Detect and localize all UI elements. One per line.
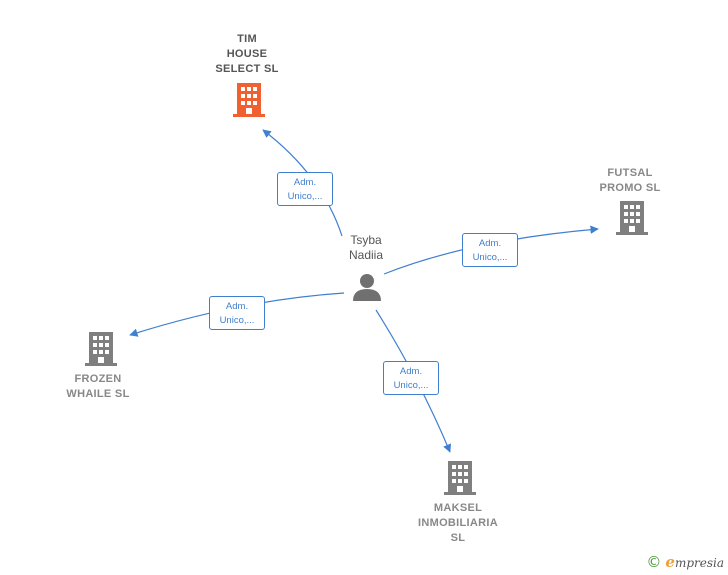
person-label[interactable]: Tsyba Nadiia (348, 233, 384, 262)
logo-text: mpresia (674, 556, 724, 570)
company-label-tim[interactable]: TIM HOUSE SELECT SL (215, 33, 279, 75)
relation-role: Adm. (225, 301, 249, 312)
company-label-maksel[interactable]: MAKSEL INMOBILIARIA SL (418, 502, 498, 544)
relation-label-maksel[interactable]: Adm. Unico,... (383, 361, 439, 395)
copyright-icon: © (646, 553, 662, 571)
relation-role-detail: Unico,... (219, 315, 255, 326)
empresia-logo[interactable]: empresia (665, 553, 724, 571)
person-icon[interactable] (352, 272, 382, 302)
footer-brand: © empresia (646, 553, 724, 571)
building-icon[interactable] (616, 201, 648, 235)
relation-role: Adm. (399, 366, 423, 377)
company-label-futsal[interactable]: FUTSAL PROMO SL (599, 167, 661, 194)
relation-role-detail: Unico,... (287, 191, 323, 202)
relation-role-detail: Unico,... (393, 380, 429, 391)
relation-label-futsal[interactable]: Adm. Unico,... (462, 233, 518, 267)
relation-role: Adm. (293, 177, 317, 188)
relation-role: Adm. (478, 238, 502, 249)
logo-initial: e (665, 553, 675, 571)
building-icon[interactable] (233, 83, 265, 117)
relation-label-tim[interactable]: Adm. Unico,... (277, 172, 333, 206)
building-icon[interactable] (444, 461, 476, 495)
building-icon[interactable] (85, 332, 117, 366)
relation-role-detail: Unico,... (472, 252, 508, 263)
relation-label-frozen[interactable]: Adm. Unico,... (209, 296, 265, 330)
company-label-frozen[interactable]: FROZEN WHAILE SL (66, 373, 130, 400)
